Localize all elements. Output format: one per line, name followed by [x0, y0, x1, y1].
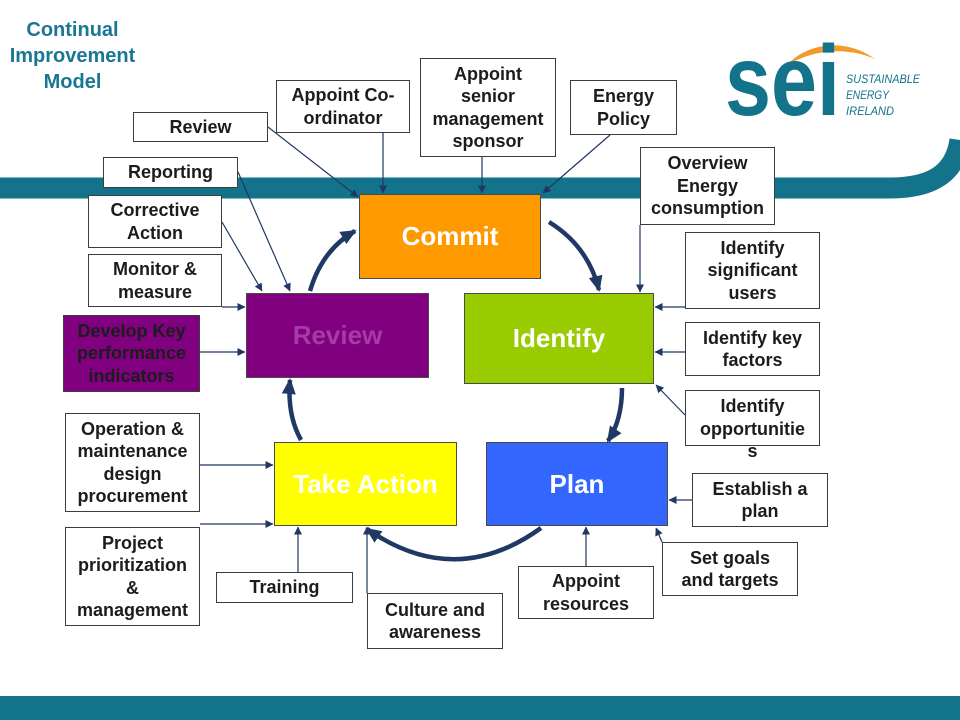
input-project-prioritization: Project prioritization & management	[65, 527, 200, 626]
input-text-line: factors	[722, 350, 783, 370]
input-text-line: Project	[101, 532, 164, 553]
input-text-line: senior	[460, 86, 516, 106]
input-text-line: awareness	[388, 622, 482, 642]
input-appoint-coordinator: Appoint Co- ordinator	[276, 80, 410, 133]
input-culture-awareness: Culture and awareness	[367, 593, 503, 649]
input-key-factors: Identify key factors	[685, 322, 820, 376]
input-text-line: Set goals	[689, 547, 771, 568]
input-overview-consumption: Overview Energy consumption	[640, 147, 775, 225]
input-text-line: management	[76, 600, 189, 620]
input-text-line: procurement	[77, 486, 188, 506]
input-text-line: Operation &	[80, 418, 184, 439]
input-develop-kpis: Develop Key performance indicators	[63, 315, 200, 392]
stage-take-action-label: Take Action	[293, 468, 438, 499]
input-text-line: ordinator	[303, 107, 383, 128]
stage-commit-label: Commit	[401, 221, 499, 251]
input-corrective-action: Corrective Action	[88, 195, 222, 248]
input-text-line: Overview	[667, 153, 748, 174]
input-text-line: indicators	[88, 365, 175, 386]
logo-mark: sei	[725, 35, 840, 135]
stage-commit: Commit	[359, 194, 541, 279]
input-text-line: design	[103, 463, 162, 484]
input-appoint-sponsor: Appoint senior management sponsor	[420, 58, 556, 157]
input-text-line: Identify	[720, 237, 785, 258]
input-set-goals: Set goals and targets	[662, 542, 798, 596]
slide-title-line: Model	[43, 71, 102, 93]
input-significant-users: Identify significant users	[685, 232, 820, 309]
input-text-line: Establish a	[712, 478, 808, 499]
input-text-line: and targets	[681, 570, 779, 590]
input-establish-plan: Establish a plan	[692, 473, 828, 527]
footer-band	[0, 696, 960, 720]
input-text-line: Culture and	[384, 599, 485, 620]
input-text-line: measure	[117, 281, 193, 302]
input-text-line: Energy	[592, 86, 655, 106]
input-opportunities: Identify opportunitie s	[685, 390, 820, 461]
input-text-line: Training	[249, 577, 320, 598]
slide-title-line: Continual	[26, 19, 119, 41]
input-text-line: Appoint	[454, 63, 522, 84]
stage-review-label: Review	[292, 320, 383, 350]
logo-tagline-line: IRELAND	[846, 104, 894, 118]
input-text-line: s	[747, 441, 758, 461]
logo-tagline-line: ENERGY	[846, 88, 890, 102]
input-text-line: Identify key	[702, 327, 803, 348]
input-text-line: consumption	[651, 198, 764, 219]
input-text-line: prioritization	[78, 555, 187, 575]
stage-review: Review	[246, 293, 429, 378]
input-text-line: Action	[127, 222, 183, 243]
input-text-line: Policy	[596, 108, 651, 129]
input-text-line: Reporting	[128, 162, 213, 183]
input-text-line: Energy	[676, 175, 739, 196]
stage-plan-label: Plan	[549, 468, 605, 499]
input-text-line: &	[126, 577, 139, 598]
input-text-line: Monitor &	[113, 259, 197, 279]
slide-title-line: Improvement	[9, 45, 136, 67]
stage-take-action: Take Action	[274, 442, 457, 526]
input-text-line: opportunitie	[700, 418, 805, 439]
input-monitor-measure: Monitor & measure	[88, 254, 222, 307]
logo-tagline-line: SUSTAINABLE	[846, 72, 921, 86]
input-text-line: maintenance	[77, 441, 188, 461]
input-text-line: performance	[76, 343, 187, 364]
slide-title: Continual Improvement Model	[0, 17, 145, 95]
input-text-line: sponsor	[452, 131, 524, 151]
input-training: Training	[216, 572, 353, 603]
input-operation-maintenance: Operation & maintenance design procureme…	[65, 413, 200, 512]
input-text-line: Appoint Co-	[291, 85, 395, 105]
header-band	[0, 137, 960, 199]
stage-plan: Plan	[486, 442, 668, 526]
input-text-line: significant	[707, 260, 798, 281]
input-text-line: Appoint	[552, 571, 620, 591]
input-review: Review	[133, 112, 268, 142]
logo-swoosh	[787, 45, 875, 65]
input-reporting: Reporting	[103, 157, 238, 188]
input-energy-policy: Energy Policy	[570, 80, 677, 135]
input-text-line: Develop Key	[77, 320, 186, 341]
input-text-line: Corrective	[110, 200, 200, 220]
input-text-line: Identify	[720, 396, 785, 416]
input-text-line: users	[728, 282, 777, 303]
input-text-line: resources	[542, 593, 630, 614]
stage-identify: Identify	[464, 293, 654, 384]
input-text-line: management	[432, 108, 544, 129]
input-appoint-resources: Appoint resources	[518, 566, 654, 619]
input-text-line: plan	[741, 501, 779, 521]
stage-identify-label: Identify	[512, 323, 606, 353]
sei-logo: sei SUSTAINABLE ENERGY IRELAND	[725, 35, 921, 135]
input-text-line: Review	[169, 116, 232, 137]
